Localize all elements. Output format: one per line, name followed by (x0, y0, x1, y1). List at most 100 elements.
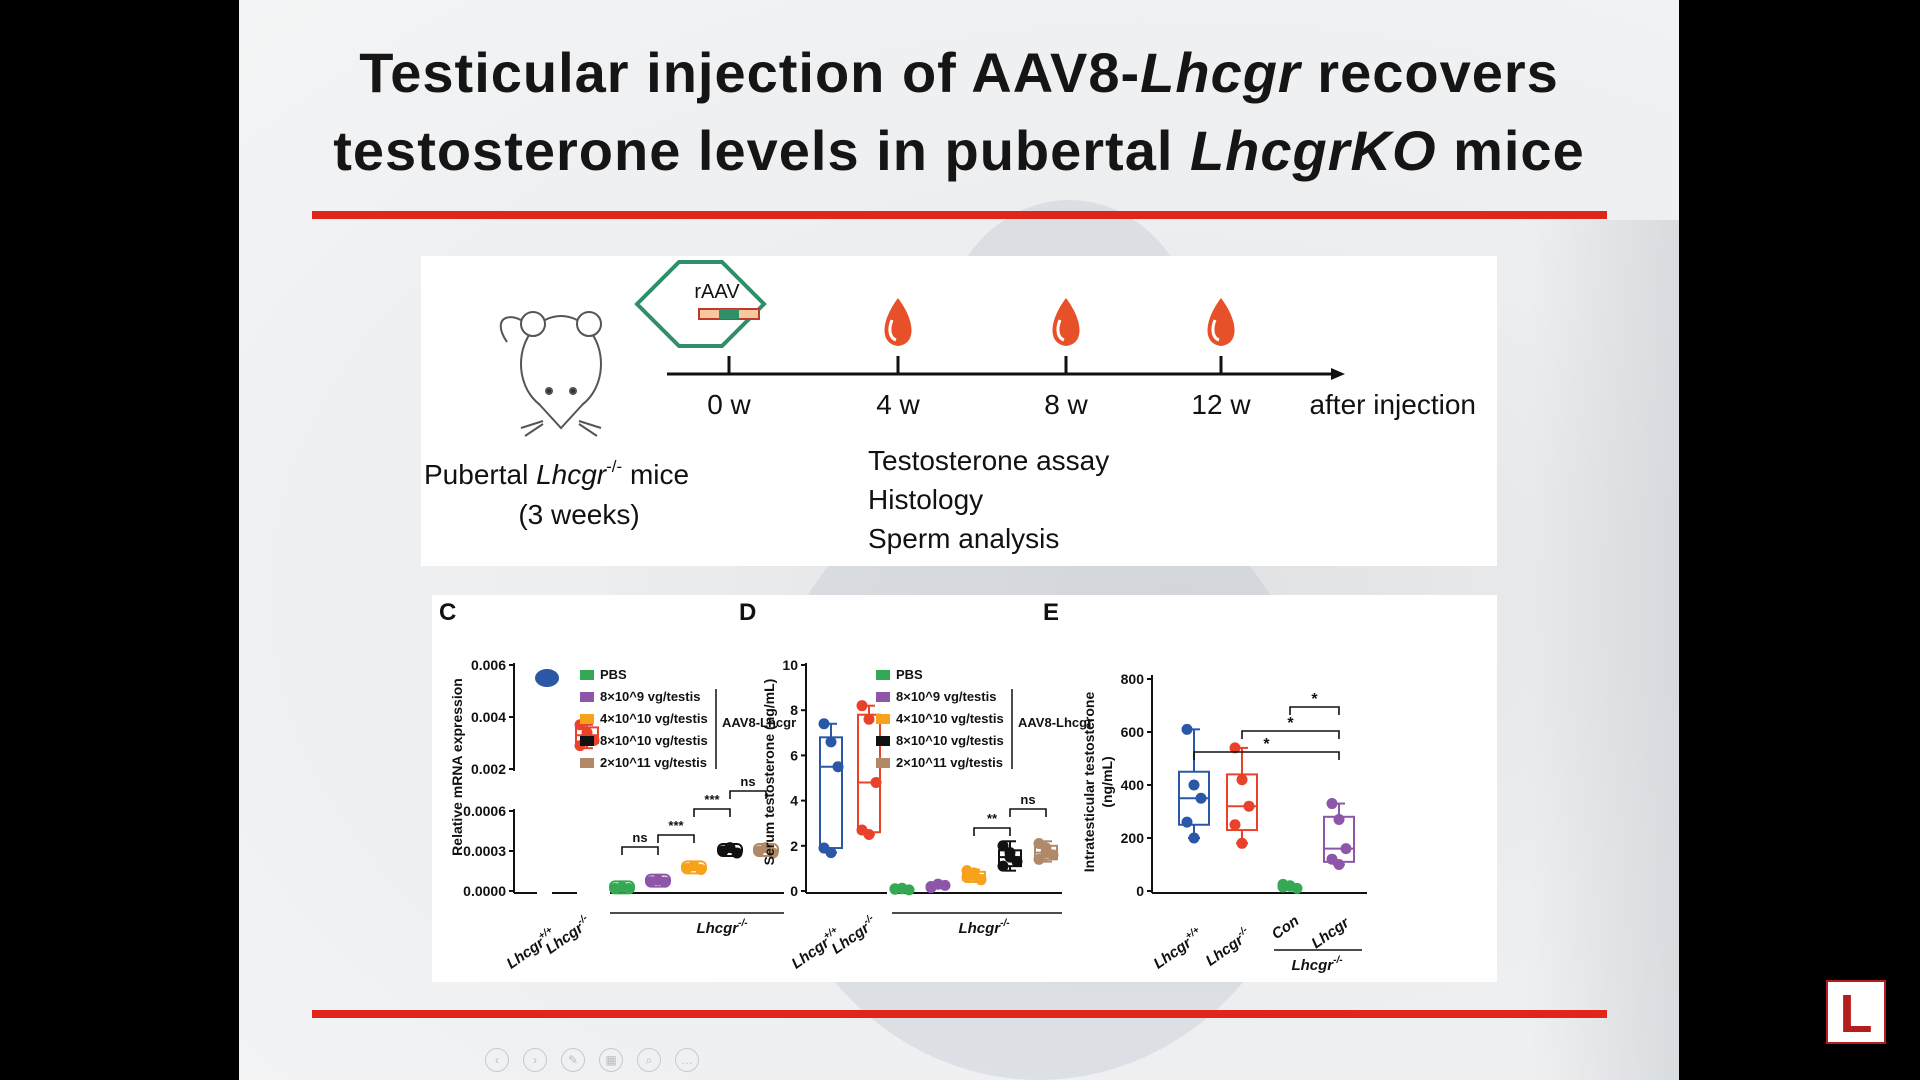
zoom-icon[interactable]: ⌕ (637, 1048, 661, 1072)
data-point (832, 761, 844, 773)
data-point (1326, 798, 1338, 810)
data-point (1004, 851, 1016, 863)
data-point (825, 847, 837, 859)
data-point (975, 874, 987, 886)
legend-swatch (876, 758, 890, 768)
x-group-label: Lhcgr-/- (696, 918, 748, 937)
background-column (1529, 220, 1679, 1080)
mouse-age-label: (3 weeks) (518, 499, 639, 530)
legend-swatch (580, 714, 594, 724)
y-tick-label: 0.0003 (463, 843, 506, 859)
legend-swatch (580, 736, 594, 746)
slide-controls: ‹ › ✎ ▦ ⌕ … (485, 1048, 713, 1072)
blood-drop-highlight (888, 319, 897, 342)
significance-label: *** (668, 818, 684, 833)
y-tick-label: 200 (1121, 830, 1145, 846)
timepoint-labels: 0 w 4 w 8 w 12 w (707, 389, 1251, 420)
results-charts: C Relative mRNA expression 0.006 0.004 0.002… (439, 599, 1367, 974)
legend-group-label: AAV8-Lhcgr (1018, 715, 1092, 730)
legend-swatch (876, 670, 890, 680)
data-point (1040, 847, 1052, 859)
data-point (856, 700, 868, 712)
prev-slide-icon[interactable]: ‹ (485, 1048, 509, 1072)
legend-swatch (580, 758, 594, 768)
y-axis-label: Relative mRNA expression (449, 678, 465, 856)
significance-label: ns (1020, 792, 1035, 807)
legend-label: 2×10^11 vg/testis (600, 755, 707, 770)
box-body (857, 713, 881, 834)
x-tick-label: Lhcgr+/+ (1149, 925, 1206, 973)
data-point (863, 713, 875, 725)
data-point (731, 847, 743, 859)
pen-icon[interactable]: ✎ (561, 1048, 585, 1072)
legend-label: 8×10^10 vg/testis (600, 733, 708, 748)
y-tick-label: 0.004 (471, 709, 506, 725)
data-point (818, 718, 830, 730)
y-axis-label: Intratesticular testosterone (1081, 692, 1097, 873)
slides-icon[interactable]: ▦ (599, 1048, 623, 1072)
blood-drop-icon (1052, 298, 1080, 346)
timepoint-label: 0 w (707, 389, 751, 420)
legend-swatch (876, 736, 890, 746)
timepoint-label: 12 w (1191, 389, 1251, 420)
legend-label: 4×10^10 vg/testis (600, 711, 708, 726)
timepoint-label: 4 w (876, 389, 920, 420)
y-tick-label: 600 (1121, 724, 1145, 740)
significance-bracket (693, 808, 731, 817)
data-point (1236, 837, 1248, 849)
data-point (659, 876, 671, 888)
y-tick-label: 10 (782, 657, 798, 673)
data-point (1333, 859, 1345, 870)
legend-swatch (876, 714, 890, 724)
next-slide-icon[interactable]: › (523, 1048, 547, 1072)
legend-label: 8×10^9 vg/testis (896, 689, 996, 704)
panel-letter-c: C (439, 599, 456, 626)
more-icon[interactable]: … (675, 1048, 699, 1072)
data-point (1229, 742, 1241, 754)
data-point (767, 847, 779, 859)
svg-text:L: L (1840, 984, 1873, 1042)
data-point (870, 777, 882, 789)
data-point (997, 840, 1009, 852)
legend-label: PBS (600, 667, 627, 682)
significance-bracket (1289, 706, 1340, 715)
data-point (581, 727, 593, 739)
y-tick-label: 800 (1121, 671, 1145, 687)
significance-label: * (1287, 715, 1294, 732)
y-axis-label-unit: (ng/mL) (1099, 756, 1115, 807)
data-point (1188, 832, 1200, 844)
y-tick-label: 2 (790, 838, 798, 854)
data-point (1188, 779, 1200, 791)
slide: Testicular injection of AAV8-Lhcgr recov… (239, 0, 1679, 1080)
significance-label: ** (987, 811, 998, 826)
legend-label: 8×10^10 vg/testis (896, 733, 1004, 748)
y-tick-label: 8 (790, 702, 798, 718)
results-panel: C Relative mRNA expression 0.006 0.004 0.002… (432, 595, 1497, 982)
significance-bracket (621, 846, 659, 855)
data-point (1033, 853, 1045, 865)
timepoint-label: 8 w (1044, 389, 1088, 420)
y-tick-label: 0 (1136, 883, 1144, 899)
blood-drop-highlight (1211, 319, 1220, 342)
assay-item: Testosterone assay (868, 445, 1109, 476)
box-body (819, 736, 843, 850)
y-tick-label: 0.002 (471, 761, 506, 777)
data-point (863, 829, 875, 840)
blood-drop-icon (1207, 298, 1235, 346)
blood-drops (884, 298, 1235, 346)
significance-label: * (1263, 736, 1270, 753)
significance-bracket (1009, 808, 1047, 817)
significance-label: ns (740, 774, 755, 789)
data-point (825, 736, 837, 748)
data-point (896, 882, 908, 894)
channel-logo: L (1826, 980, 1886, 1044)
mouse-label: Pubertal Lhcgr-/- mice (424, 457, 689, 490)
significance-bracket (973, 827, 1011, 836)
y-tick-label: 0.0006 (463, 803, 506, 819)
panel-letter-e: E (1043, 599, 1059, 626)
data-point (623, 882, 635, 894)
y-tick-label: 0.006 (471, 657, 506, 673)
chart-e: E Intratesticular testosterone(ng/mL) 0 200… (1043, 599, 1367, 974)
